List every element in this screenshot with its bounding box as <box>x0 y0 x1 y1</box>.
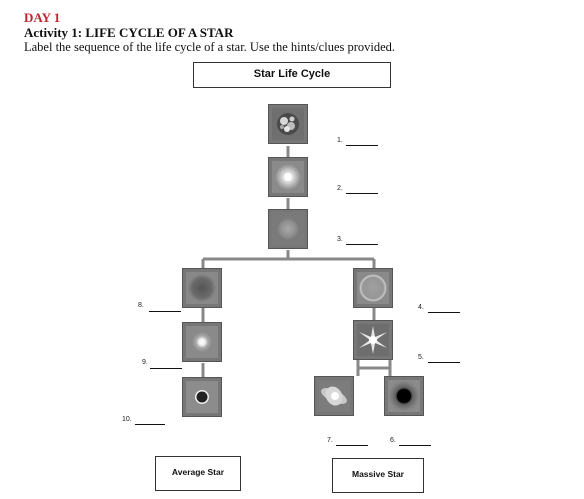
legend-massive-label: Massive Star <box>352 469 404 479</box>
stage-5-supernova <box>353 320 393 360</box>
label-8: 8. <box>138 302 144 309</box>
stage-10-black-dwarf <box>182 377 222 417</box>
label-5: 5. <box>418 354 424 361</box>
label-7: 7. <box>327 437 333 444</box>
instructions: Label the sequence of the life cycle of … <box>24 40 396 54</box>
diagram-title: Star Life Cycle <box>253 68 331 80</box>
black-dwarf-icon <box>186 381 218 413</box>
label-3: 3. <box>337 236 343 243</box>
supergiant-icon <box>357 272 389 304</box>
supernova-icon <box>357 324 389 356</box>
stage-8-red-giant <box>182 268 222 308</box>
white-dwarf-icon <box>186 326 218 358</box>
label-10: 10. <box>122 416 132 423</box>
stage-9-white-dwarf <box>182 322 222 362</box>
protostar-icon <box>272 161 304 193</box>
answer-line-7[interactable] <box>336 445 368 446</box>
stage-3-main-sequence <box>268 209 308 249</box>
answer-line-8[interactable] <box>149 311 181 312</box>
stage-2-protostar <box>268 157 308 197</box>
label-1: 1. <box>337 137 343 144</box>
stage-6-black-hole <box>384 376 424 416</box>
nebula-icon <box>272 108 304 140</box>
day-heading: DAY 1 <box>24 10 61 25</box>
answer-line-1[interactable] <box>346 145 378 146</box>
stage-1-nebula <box>268 104 308 144</box>
red-giant-icon <box>186 272 218 304</box>
neutron-star-icon <box>318 380 350 412</box>
main-sequence-star-icon <box>272 213 304 245</box>
label-9: 9. <box>142 359 148 366</box>
answer-line-9[interactable] <box>150 368 182 369</box>
diagram-title-box: Star Life Cycle <box>193 62 391 88</box>
answer-line-10[interactable] <box>135 424 165 425</box>
answer-line-3[interactable] <box>346 244 378 245</box>
legend-average-star: Average Star <box>155 456 241 491</box>
legend-average-label: Average Star <box>171 467 225 477</box>
activity-title: Activity 1: LIFE CYCLE OF A STAR <box>24 25 234 40</box>
answer-line-6[interactable] <box>399 445 431 446</box>
stage-4-supergiant <box>353 268 393 308</box>
answer-line-4[interactable] <box>428 312 460 313</box>
label-6: 6. <box>390 437 396 444</box>
black-hole-icon <box>388 380 420 412</box>
label-2: 2. <box>337 185 343 192</box>
label-4: 4. <box>418 304 424 311</box>
stage-7-neutron-star <box>314 376 354 416</box>
answer-line-5[interactable] <box>428 362 460 363</box>
answer-line-2[interactable] <box>346 193 378 194</box>
legend-massive-star: Massive Star <box>332 458 424 493</box>
